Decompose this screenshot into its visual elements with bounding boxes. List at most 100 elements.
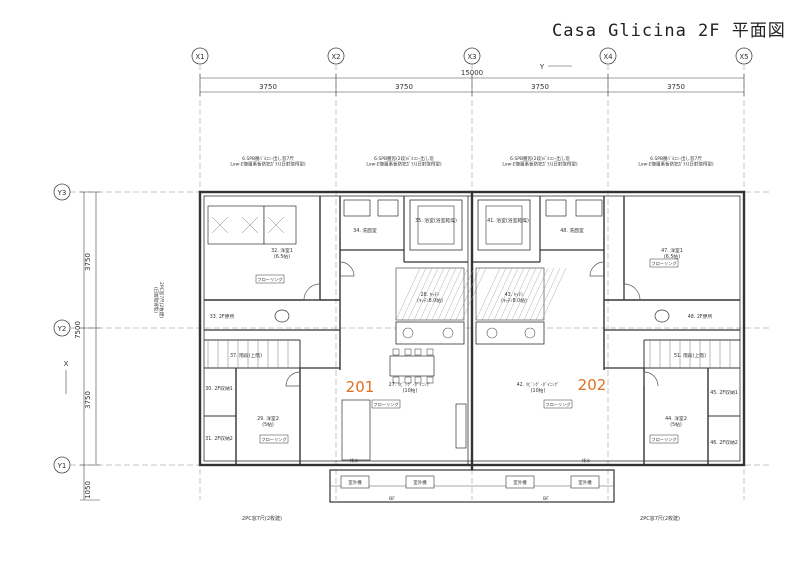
- hatch: [505, 267, 531, 321]
- dim-top: 3750: [395, 83, 413, 91]
- kitchen-counter: [395, 321, 465, 345]
- floor-tag-label: フローリング: [545, 401, 570, 408]
- dim-top: 3750: [531, 83, 549, 91]
- hatch: [523, 267, 549, 321]
- hatch: [541, 267, 567, 321]
- hatch: [461, 267, 487, 321]
- sink: [402, 327, 414, 339]
- floor-tag-label: フローリング: [651, 260, 676, 267]
- room-label-east-wash: 48. 洗面室: [560, 227, 584, 234]
- chair: [392, 376, 400, 384]
- door-swing: [285, 371, 301, 387]
- room-label-west-bed: 32. 洋室1(6.5帖): [271, 247, 293, 260]
- dim-top: 3750: [259, 83, 277, 91]
- hatch: [431, 267, 457, 321]
- room-label-east-closet1: 45. 2F収納1: [710, 389, 738, 396]
- drain-label: 排水: [582, 457, 591, 464]
- outdoor-unit-label: 室外機: [513, 479, 527, 486]
- room-label-east-kitchen: 43. ｷｯﾁﾝ(ｷｯﾁﾝ8.0帖): [501, 292, 527, 304]
- bf-mark: BF: [543, 496, 549, 502]
- room-label-east-closet2: 46. 2F収納2: [710, 439, 738, 446]
- floor-tag: [649, 258, 679, 268]
- floor-tag: [371, 399, 401, 409]
- outdoor-unit: [505, 475, 535, 489]
- hatch: [437, 267, 463, 321]
- stove: [442, 327, 454, 339]
- hatch: [475, 267, 501, 321]
- dim-left: 3750: [84, 391, 92, 409]
- sink: [486, 327, 498, 339]
- room-label-west-wash: 34. 洗面室: [353, 227, 377, 234]
- bed-cross: [241, 216, 259, 234]
- floor-tag: [543, 399, 573, 409]
- dim-left: 7500: [74, 321, 82, 339]
- kitchen-area: [395, 267, 465, 321]
- plan-title: Casa Glicina 2F 平面図: [552, 21, 786, 41]
- room-label-west-toilet: 33. 2F便所: [210, 313, 235, 320]
- bathtub-inner: [417, 205, 455, 245]
- room-label-west-stair: 37. 階段(上階): [230, 352, 262, 359]
- hatch: [487, 267, 513, 321]
- hatch: [413, 267, 439, 321]
- room-label-east-ldk: 42. ﾘﾋﾞﾝｸﾞ･ﾀﾞｲﾆﾝｸﾞ(10帖): [517, 381, 560, 394]
- unit-number-202: 202: [578, 376, 607, 394]
- chair: [404, 348, 412, 356]
- hatch: [425, 267, 451, 321]
- bf-mark: BF: [389, 496, 395, 502]
- floor-tag: [255, 274, 285, 284]
- grid-label-X3: X3: [467, 53, 476, 61]
- dim-top: 3750: [667, 83, 685, 91]
- chair: [392, 348, 400, 356]
- hatch: [407, 267, 433, 321]
- room-label-east-toilet: 48. 2F便所: [688, 313, 713, 320]
- outdoor-unit: [405, 475, 435, 489]
- bed: [207, 205, 265, 245]
- dim-left: 1050: [84, 481, 92, 499]
- hatch: [511, 267, 537, 321]
- kitchen-counter: [475, 321, 545, 345]
- floor-tag: [259, 434, 289, 444]
- side-note: 2PC窓7尺(2枚建)(日射取得型): [153, 282, 165, 318]
- hatch: [443, 267, 469, 321]
- room-label-west-closet2: 31. 2F収納2: [205, 435, 233, 442]
- floor-tag-label: フローリング: [651, 436, 676, 443]
- axis-x-label: X: [64, 360, 69, 368]
- hatch: [517, 267, 543, 321]
- unit-number-201: 201: [346, 378, 375, 396]
- room-label-east-bed2: 44. 洋室2(5帖): [665, 415, 687, 428]
- toilet: [274, 309, 290, 323]
- door-swing: [303, 283, 321, 301]
- hatch: [493, 267, 519, 321]
- bed-cross: [211, 216, 229, 234]
- door-swing: [339, 261, 355, 277]
- stove: [524, 327, 536, 339]
- room-label-west-ldk: 27. ﾘﾋﾞﾝｸﾞ･ﾀﾞｲﾆﾝｸﾞ(10帖): [389, 381, 432, 394]
- floor-tag: [649, 434, 679, 444]
- room-label-west-bed2: 29. 洋室2(5帖): [257, 415, 279, 428]
- balcony-label-left: 2PC窓7尺(2枚建): [242, 515, 282, 522]
- grid-label-X1: X1: [195, 53, 204, 61]
- hatch: [529, 267, 555, 321]
- chair: [426, 376, 434, 384]
- grid-label-Y3: Y3: [57, 189, 67, 197]
- hatch: [535, 267, 561, 321]
- chair: [426, 348, 434, 356]
- floor-tag-label: フローリング: [261, 436, 286, 443]
- sofa: [341, 399, 371, 461]
- hatch: [449, 267, 475, 321]
- outdoor-unit: [340, 475, 370, 489]
- outdoor-unit-label: 室外機: [413, 479, 427, 486]
- washing-machine: [545, 199, 567, 217]
- hatch: [481, 267, 507, 321]
- door-swing: [643, 371, 659, 387]
- bed: [263, 205, 297, 245]
- floor-tag-label: フローリング: [257, 276, 282, 283]
- washing-machine: [377, 199, 399, 217]
- tv-board: [455, 403, 467, 449]
- grid-label-Y2: Y2: [57, 325, 67, 333]
- room-label-west-kitchen: 28. ｷｯﾁﾝ(ｷｯﾁﾝ8.0帖): [417, 292, 443, 304]
